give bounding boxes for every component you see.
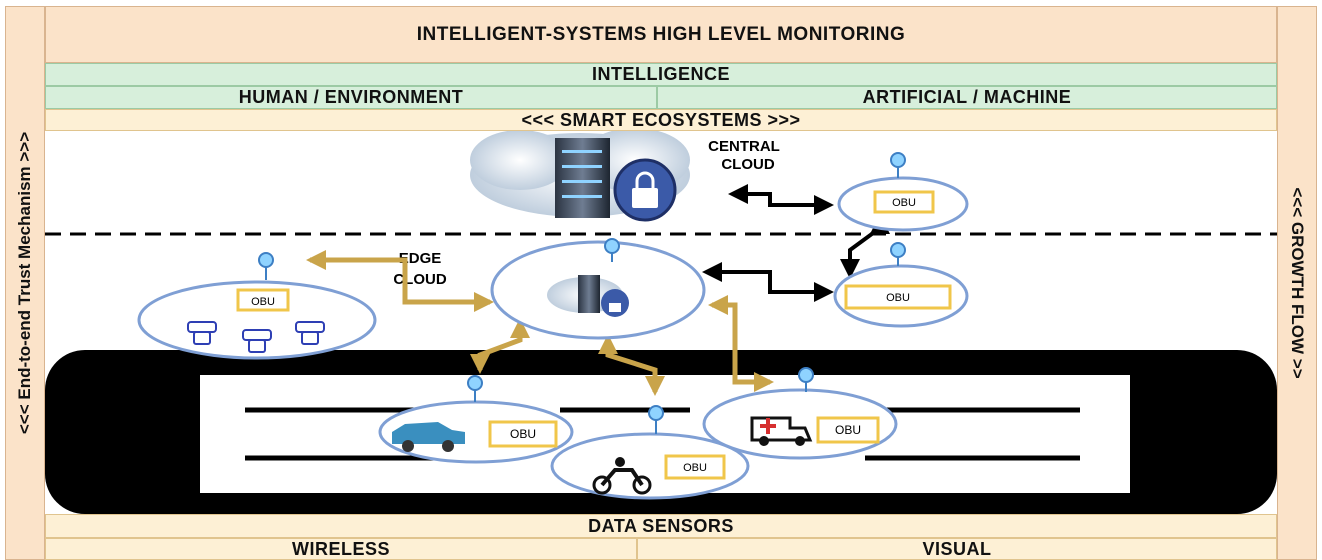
motorcycle-node: OBU — [550, 405, 750, 500]
obu-node-mid-right: OBU — [833, 242, 969, 328]
ambulance-node: OBU — [702, 367, 898, 460]
trust-mechanism-label: <<< End-to-end Trust Mechanism >>> — [15, 131, 34, 435]
arrow-edge-to-drones — [306, 250, 494, 312]
arrow-central-to-obu — [728, 184, 834, 215]
right-side-panel: <<< GROWTH FLOW >> — [1277, 6, 1317, 560]
arrow-edge-to-obu — [702, 262, 834, 302]
ambulance-icon — [750, 416, 813, 446]
arrow-edge-to-car — [470, 318, 530, 374]
edge-cloud-label-line2: CLOUD — [393, 271, 446, 288]
obu-label: OBU — [683, 462, 707, 474]
central-cloud-label-line1: CENTRAL — [708, 138, 780, 155]
smart-ecosystems-label: <<< SMART ECOSYSTEMS >>> — [45, 109, 1277, 131]
arrow-edge-to-bike — [598, 334, 665, 396]
intelligence-title: INTELLIGENCE — [45, 63, 1277, 86]
data-sensors-title: DATA SENSORS — [45, 514, 1277, 538]
central-cloud-icon — [470, 131, 690, 222]
sensor-wireless: WIRELESS — [45, 538, 637, 560]
obu-label: OBU — [886, 292, 910, 304]
left-side-panel: <<< End-to-end Trust Mechanism >>> — [5, 6, 45, 560]
ecosystem-diagram: CENTRAL CLOUD EDGE CLOUD OBU OBU — [45, 131, 1277, 514]
arrow-edge-to-ambulance — [708, 295, 774, 392]
obu-node-top-right: OBU — [837, 152, 969, 232]
drone-icon — [187, 321, 325, 353]
drones-node: OBU — [137, 252, 377, 360]
car-node: OBU — [378, 375, 574, 464]
page-title: INTELLIGENT-SYSTEMS HIGH LEVEL MONITORIN… — [45, 6, 1277, 63]
central-cloud-label-line2: CLOUD — [721, 156, 774, 173]
obu-label: OBU — [251, 296, 275, 308]
obu-label: OBU — [835, 423, 861, 437]
obu-label: OBU — [510, 427, 536, 441]
sensor-visual: VISUAL — [637, 538, 1277, 560]
growth-flow-label: <<< GROWTH FLOW >> — [1288, 187, 1307, 379]
car-icon — [392, 422, 465, 452]
edge-cloud-node — [490, 238, 706, 340]
obu-label: OBU — [892, 197, 916, 209]
motorcycle-icon — [592, 457, 652, 495]
intelligence-artificial-machine: ARTIFICIAL / MACHINE — [657, 86, 1277, 109]
intelligence-human-environment: HUMAN / ENVIRONMENT — [45, 86, 657, 109]
